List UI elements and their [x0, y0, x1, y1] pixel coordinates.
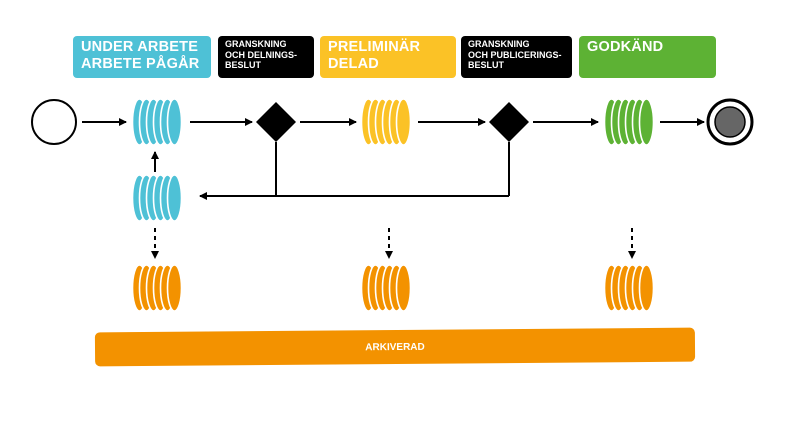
document-stack-archive-shared	[360, 264, 412, 312]
stage-under-arbete-line1: UNDER ARBETE	[81, 39, 199, 55]
stage-granskning-delning: GRANSKNING OCH DELNINGS- BESLUT	[218, 36, 314, 78]
stage-granskning-publicering: GRANSKNING OCH PUBLICERINGS- BESLUT	[461, 36, 572, 78]
stage-preliminar-line2: DELAD	[328, 56, 379, 72]
stack-disc	[166, 98, 183, 146]
stage-granskning-delning-line3: BESLUT	[225, 60, 261, 70]
document-stack-wip-lower	[131, 174, 183, 222]
document-stack-archive-wip	[131, 264, 183, 312]
document-stack-shared	[360, 98, 412, 146]
stage-granskning-publicering-line3: BESLUT	[468, 60, 504, 70]
stage-under-arbete-line2: ARBETE PÅGÅR	[81, 56, 200, 72]
stage-godkand-line1: GODKÄND	[587, 39, 664, 55]
archive-label: ARKIVERAD	[365, 341, 425, 353]
stage-godkand: GODKÄND	[579, 36, 716, 78]
gateway-publicering	[489, 102, 529, 142]
end-event-inner	[714, 106, 746, 138]
stage-granskning-delning-line1: GRANSKNING	[225, 39, 287, 49]
document-stack-approved	[603, 98, 655, 146]
stack-disc	[166, 174, 183, 222]
stage-preliminar-line1: PRELIMINÄR	[328, 39, 421, 55]
document-stack-wip	[131, 98, 183, 146]
stage-granskning-publicering-line1: GRANSKNING	[468, 39, 530, 49]
gateway-delning	[256, 102, 296, 142]
stack-disc	[166, 264, 183, 312]
stack-disc	[638, 264, 655, 312]
stack-disc	[638, 98, 655, 146]
stage-granskning-delning-line2: OCH DELNINGS-	[225, 49, 297, 60]
archive-bar: ARKIVERAD	[94, 327, 696, 367]
stage-under-arbete: UNDER ARBETE ARBETE PÅGÅR	[73, 36, 211, 78]
stack-disc	[395, 98, 412, 146]
stage-preliminar: PRELIMINÄR DELAD	[320, 36, 456, 78]
document-stack-archive-approved	[603, 264, 655, 312]
stage-granskning-publicering-line2: OCH PUBLICERINGS-	[468, 49, 562, 60]
start-event	[31, 99, 77, 145]
stack-disc	[395, 264, 412, 312]
